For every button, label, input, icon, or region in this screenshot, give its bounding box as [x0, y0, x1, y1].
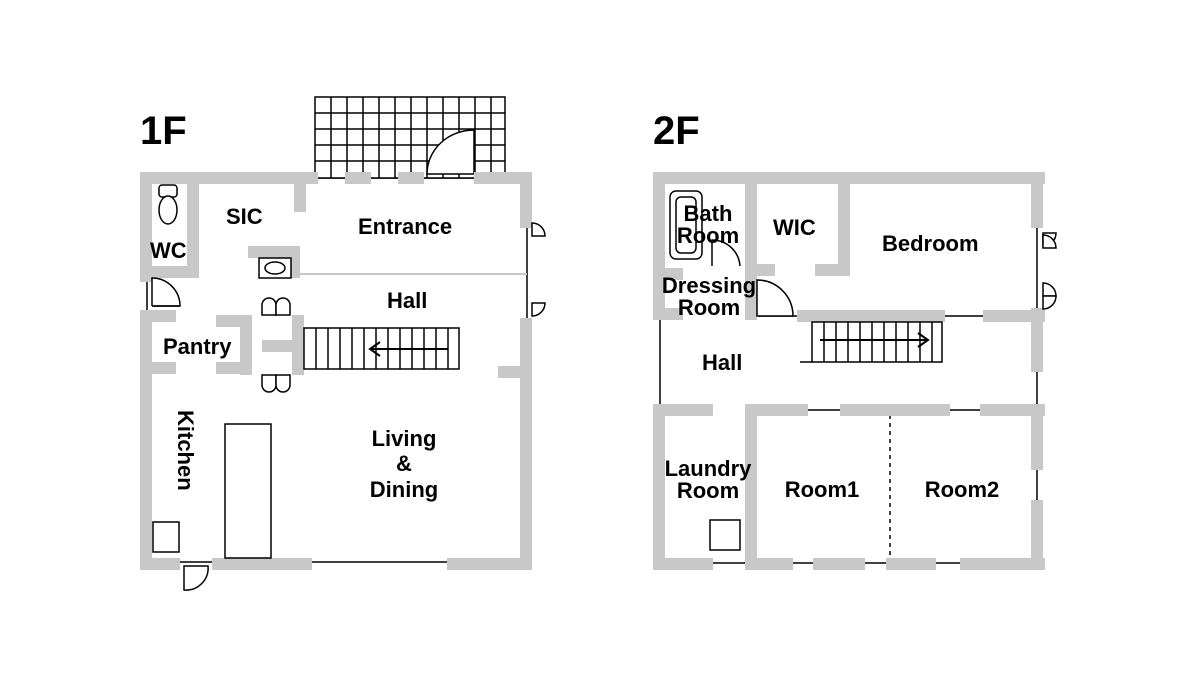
porch-grid	[314, 96, 506, 179]
room-laundry: Laundry	[665, 456, 753, 481]
room-bedroom: Bedroom	[882, 231, 979, 256]
floor-2f: 2F	[653, 109, 1057, 570]
room-bath-room: Room	[677, 223, 739, 248]
room-sic: SIC	[226, 204, 263, 229]
room-entrance: Entrance	[358, 214, 452, 239]
floor-2f-title: 2F	[653, 109, 700, 153]
floor-1f-title: 1F	[140, 109, 187, 153]
room-wic: WIC	[773, 215, 816, 240]
room-room1: Room1	[785, 477, 860, 502]
room-room2: Room2	[925, 477, 1000, 502]
room-pantry: Pantry	[163, 334, 232, 359]
kitchen-counter	[224, 423, 272, 559]
room-wc: WC	[150, 238, 187, 263]
kitchen-appliance	[152, 521, 180, 553]
room-living-amp: &	[396, 451, 412, 476]
room-hall-1f: Hall	[387, 288, 427, 313]
stairs-1f	[303, 327, 460, 370]
room-bath: Bath	[684, 201, 733, 226]
room-dressing-room: Room	[678, 295, 740, 320]
washing-machine	[709, 519, 741, 551]
room-dressing: Dressing	[662, 273, 756, 298]
room-living: Living	[372, 426, 437, 451]
room-kitchen: Kitchen	[173, 410, 198, 491]
entrance-door	[426, 129, 475, 175]
room-laundry-room: Room	[677, 478, 739, 503]
room-hall-2f: Hall	[702, 350, 742, 375]
room-dining: Dining	[370, 477, 438, 502]
stairs-2f	[800, 321, 943, 363]
floor-1f: 1F	[140, 96, 546, 591]
